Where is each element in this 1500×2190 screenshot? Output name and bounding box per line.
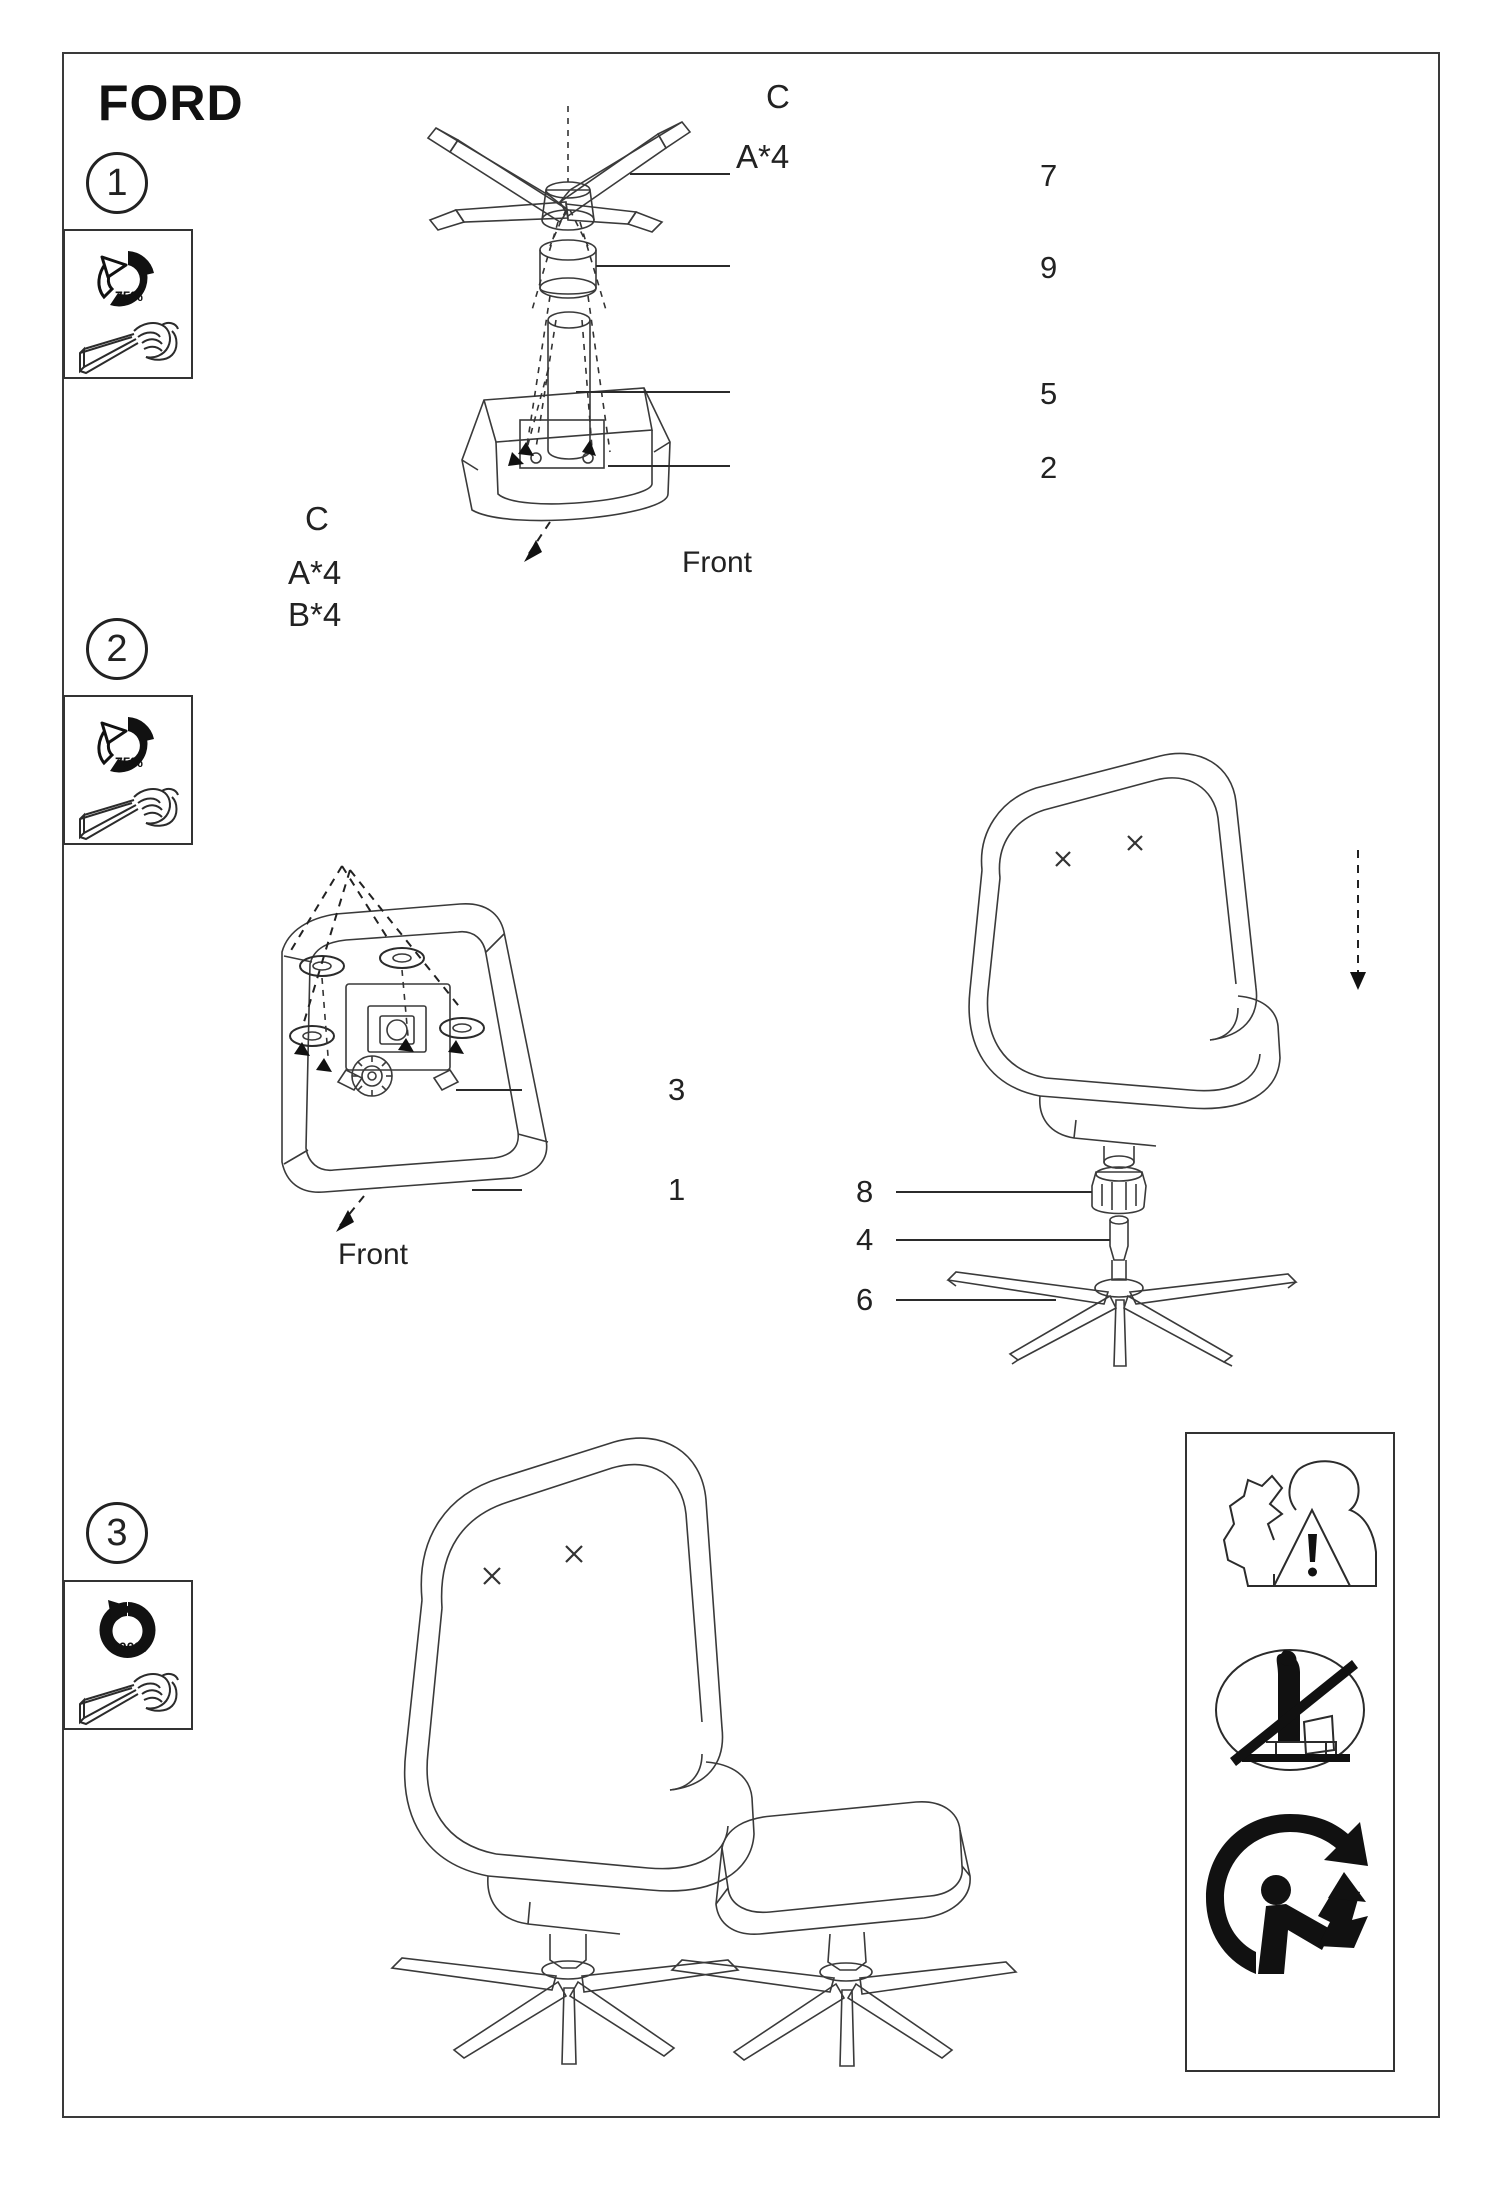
washer-set (289, 947, 485, 1047)
step-2-diagram (281, 865, 549, 1232)
callout-1: 1 (668, 1172, 686, 1207)
cap-nut-drawing (1091, 1166, 1147, 1215)
callout-7: 7 (1040, 158, 1058, 193)
safety-icons-panel (1185, 1432, 1395, 2072)
hardware-label-c-step-1: C (766, 78, 790, 115)
callout-2: 2 (1040, 450, 1058, 485)
hex-key-hand-icon-step-1 (79, 321, 179, 375)
chair-star-base-drawing (946, 1271, 1298, 1367)
swivel-mechanism-drawing (336, 983, 460, 1097)
no-standing-on-chair-icon (1215, 1649, 1365, 1771)
final-assembly-diagram (390, 1437, 1018, 2067)
rotate-arrow-75-icon: 75% (97, 251, 154, 307)
hex-key-hand-icon-step-3 (79, 1672, 179, 1726)
page-title: FORD (98, 75, 244, 131)
step-number-3: 3 (86, 1502, 148, 1564)
step-number-3-label: 3 (106, 1511, 128, 1554)
front-orientation-label-step-1: Front (682, 546, 753, 579)
callout-9: 9 (1040, 250, 1058, 285)
ottoman-base-drawing (461, 387, 671, 522)
chair-base-assembly-diagram (896, 752, 1366, 1367)
callout-5: 5 (1040, 376, 1058, 411)
gas-lift-spindle-drawing (1109, 1215, 1129, 1281)
front-orientation-label-step-2: Front (338, 1238, 409, 1271)
warning-person-exclamation-icon (1222, 1460, 1377, 1587)
recycle-dispose-icon (1206, 1814, 1368, 1974)
gas-lift-cover-drawing (539, 239, 597, 299)
hardware-label-a4-step-2: A*4 (288, 554, 342, 591)
callout-4: 4 (856, 1222, 874, 1257)
final-chair-drawing (390, 1437, 755, 2065)
tool-box-step-3: 100% (63, 1580, 193, 1730)
final-ottoman-drawing (670, 1801, 1018, 2067)
hardware-label-a4-step-1: A*4 (736, 138, 790, 175)
callout-3: 3 (668, 1072, 686, 1107)
hardware-label-b4-step-2: B*4 (288, 596, 342, 633)
rotate-arrow-100-icon: 100% (99, 1600, 156, 1658)
step-number-2-label: 2 (106, 627, 128, 670)
step-number-1: 1 (86, 152, 148, 214)
seat-shell-drawing (281, 903, 549, 1193)
torque-percent-step-2: 75% (115, 754, 144, 770)
step-number-2: 2 (86, 618, 148, 680)
hex-key-hand-icon-step-2 (79, 787, 179, 841)
tool-box-step-1: 75% (63, 229, 193, 379)
chair-drawing (968, 752, 1281, 1169)
page-border (62, 52, 1440, 2118)
assembly-arrowheads-step2 (294, 1038, 464, 1072)
step-number-1-label: 1 (106, 161, 128, 204)
hardware-label-c-step-2: C (305, 500, 329, 537)
callout-6: 6 (856, 1282, 874, 1317)
step-1-diagram (426, 106, 730, 562)
callout-8: 8 (856, 1174, 874, 1209)
rotate-arrow-75-icon-step-2: 75% (97, 717, 154, 773)
assembly-arrowheads (508, 440, 596, 466)
torque-percent-step-3: 100% (111, 1639, 147, 1655)
tool-box-step-2: 75% (63, 695, 193, 845)
base-leg-cross-drawing (426, 120, 692, 233)
torque-percent-step-1: 75% (115, 288, 144, 304)
